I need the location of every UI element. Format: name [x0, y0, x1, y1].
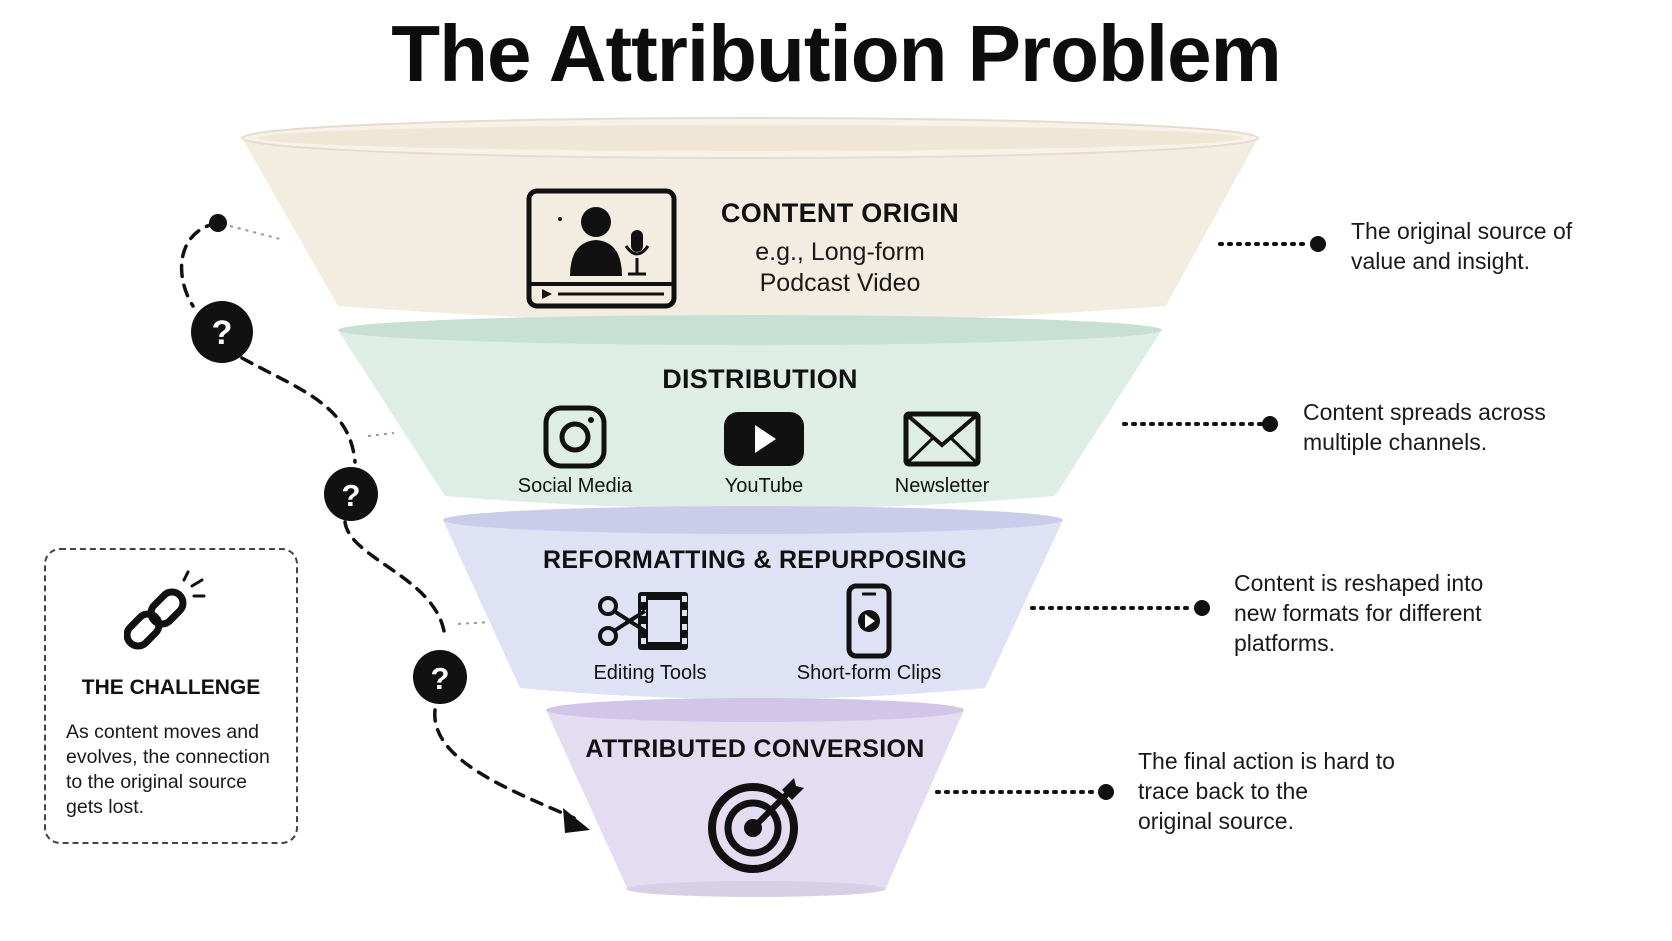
path-arrowhead: [563, 808, 590, 833]
envelope-icon: [903, 411, 981, 467]
challenge-line3: to the original source: [66, 771, 248, 793]
note-connectors: [935, 242, 1312, 794]
distribution-label-newsletter: Newsletter: [894, 475, 990, 497]
page-title: The Attribution Problem: [391, 9, 1282, 98]
challenge-line4: gets lost.: [66, 796, 145, 818]
note-distribution: Content spreads across multiple channels…: [1303, 397, 1623, 457]
path-faint-ties: [229, 225, 491, 625]
reformatting-heading: REFORMATTING & REPURPOSING: [542, 546, 967, 574]
challenge-title: THE CHALLENGE: [81, 676, 261, 699]
origin-sub-line2: Podcast Video: [759, 269, 921, 297]
funnel-layer-reformatting: [443, 506, 1063, 699]
note-distribution-line2: multiple channels.: [1303, 429, 1488, 455]
question-marker-1: ?: [191, 301, 253, 363]
note-reformatting: Content is reshaped into new formats for…: [1234, 568, 1564, 658]
note-conversion: The final action is hard to trace back t…: [1138, 746, 1468, 836]
reformatting-label-clips: Short-form Clips: [796, 662, 942, 684]
target-arrow-icon: [708, 778, 804, 873]
origin-text-block: CONTENT ORIGIN e.g., Long-form Podcast V…: [690, 198, 990, 299]
distribution-label-youtube: YouTube: [724, 475, 804, 497]
youtube-icon: [724, 412, 804, 466]
broken-attribution-path: [179, 221, 576, 820]
note-conversion-line3: original source.: [1138, 808, 1294, 834]
broken-chain-icon: [124, 570, 206, 650]
origin-heading: CONTENT ORIGIN: [720, 198, 960, 228]
note-distribution-line1: Content spreads across: [1303, 399, 1546, 425]
challenge-body: As content moves and evolves, the connec…: [66, 720, 286, 820]
note-conversion-line1: The final action is hard to: [1138, 748, 1395, 774]
question-marker-2: ?: [324, 467, 378, 521]
conversion-heading: ATTRIBUTED CONVERSION: [585, 735, 925, 763]
challenge-box: THE CHALLENGE As content moves and evolv…: [44, 548, 298, 844]
origin-sub-line1: e.g., Long-form: [755, 238, 925, 266]
note-connector-dots: [1098, 236, 1326, 800]
scissors-film-icon: [598, 592, 688, 650]
note-origin-line1: The original source of: [1351, 218, 1573, 244]
instagram-icon: [543, 405, 607, 469]
reformatting-label-editing: Editing Tools: [593, 662, 707, 684]
note-origin-line2: value and insight.: [1351, 248, 1531, 274]
svg-text:?: ?: [342, 478, 361, 513]
distribution-heading: DISTRIBUTION: [662, 364, 858, 394]
note-conversion-line2: trace back to the: [1138, 778, 1309, 804]
path-start-dot: [209, 214, 227, 232]
distribution-label-social: Social Media: [517, 475, 633, 497]
note-reformatting-line1: Content is reshaped into: [1234, 570, 1484, 596]
note-reformatting-line3: platforms.: [1234, 630, 1335, 656]
question-marker-3: ?: [413, 650, 467, 704]
note-reformatting-line2: new formats for different: [1234, 600, 1482, 626]
podcast-video-icon: [526, 188, 677, 309]
svg-text:?: ?: [212, 314, 233, 352]
svg-text:?: ?: [431, 661, 450, 696]
challenge-line2: evolves, the connection: [66, 746, 270, 768]
note-origin: The original source of value and insight…: [1351, 216, 1651, 276]
challenge-line1: As content moves and: [66, 721, 259, 743]
phone-play-icon: [846, 583, 892, 659]
funnel-layer-origin: [241, 117, 1259, 322]
